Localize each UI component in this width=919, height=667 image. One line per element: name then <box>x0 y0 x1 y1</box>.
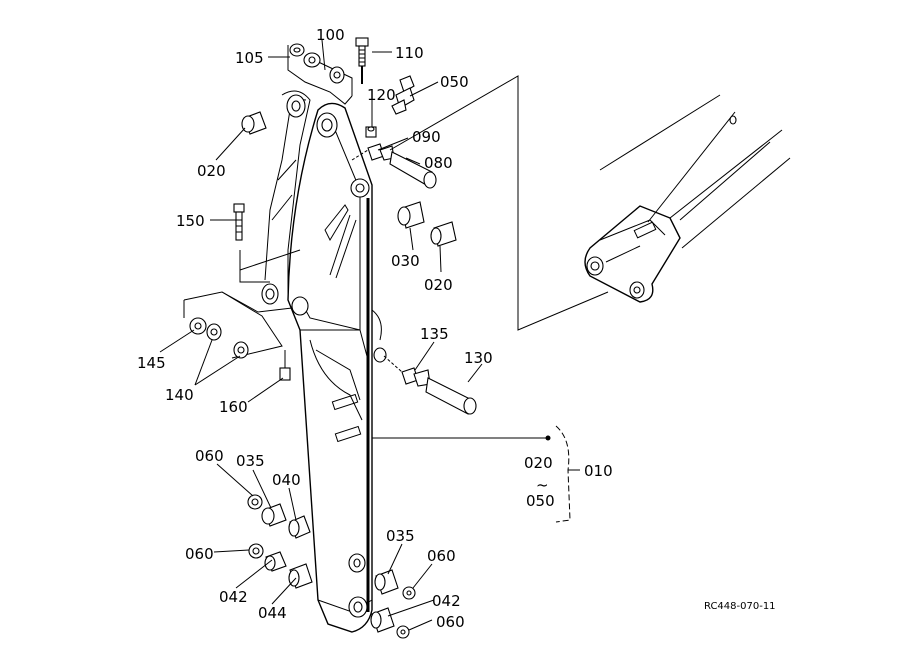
range-tilde: ~ <box>536 476 549 494</box>
callout-labels: 105 100 110 050 120 090 080 020 150 030 … <box>137 26 613 631</box>
callout-020-right: 020 <box>424 276 453 294</box>
callout-140: 140 <box>165 386 194 404</box>
callout-010: 010 <box>584 462 613 480</box>
callout-090: 090 <box>412 128 441 146</box>
callout-020-upper: 020 <box>197 162 226 180</box>
callout-060-c: 060 <box>427 547 456 565</box>
callout-060-a: 060 <box>195 447 224 465</box>
callout-135: 135 <box>420 325 449 343</box>
range-bracket <box>372 425 580 523</box>
nut-160 <box>279 350 291 381</box>
pin-130-assembly <box>383 355 477 415</box>
arm-bosses <box>261 94 387 618</box>
callout-105: 105 <box>235 49 264 67</box>
nut-120 <box>365 126 377 138</box>
callout-035-a: 035 <box>236 452 265 470</box>
callout-042-b: 042 <box>432 592 461 610</box>
callout-080: 080 <box>424 154 453 172</box>
drawing-code: RC448-070-11 <box>704 601 776 612</box>
callout-120: 120 <box>367 86 396 104</box>
callout-150: 150 <box>176 212 205 230</box>
callout-042-a: 042 <box>219 588 248 606</box>
bolt-110 <box>355 37 369 84</box>
leader-lines <box>159 39 483 631</box>
grease-fitting-050 <box>391 75 415 115</box>
lower-bushings-right <box>370 569 416 639</box>
washer-group-left <box>183 291 293 359</box>
detail-view-arm <box>389 75 791 331</box>
bushing-030 <box>397 201 425 229</box>
callout-040: 040 <box>272 471 301 489</box>
bushing-020-upper <box>241 111 267 135</box>
washer-group-top <box>287 43 353 105</box>
callout-050-top: 050 <box>440 73 469 91</box>
callout-044: 044 <box>258 604 287 622</box>
callout-060-b: 060 <box>185 545 214 563</box>
callout-145: 145 <box>137 354 166 372</box>
callout-130: 130 <box>464 349 493 367</box>
bolt-150 <box>233 203 301 283</box>
callout-030: 030 <box>391 252 420 270</box>
callout-050-range: 050 <box>526 492 555 510</box>
arm-body <box>264 90 382 633</box>
callout-035-b: 035 <box>386 527 415 545</box>
callout-020-range: 020 <box>524 454 553 472</box>
lower-bushings-left <box>247 494 313 589</box>
callout-060-d: 060 <box>436 613 465 631</box>
callout-160: 160 <box>219 398 248 416</box>
bushing-020-right <box>430 221 457 247</box>
callout-100: 100 <box>316 26 345 44</box>
callout-110: 110 <box>395 44 424 62</box>
